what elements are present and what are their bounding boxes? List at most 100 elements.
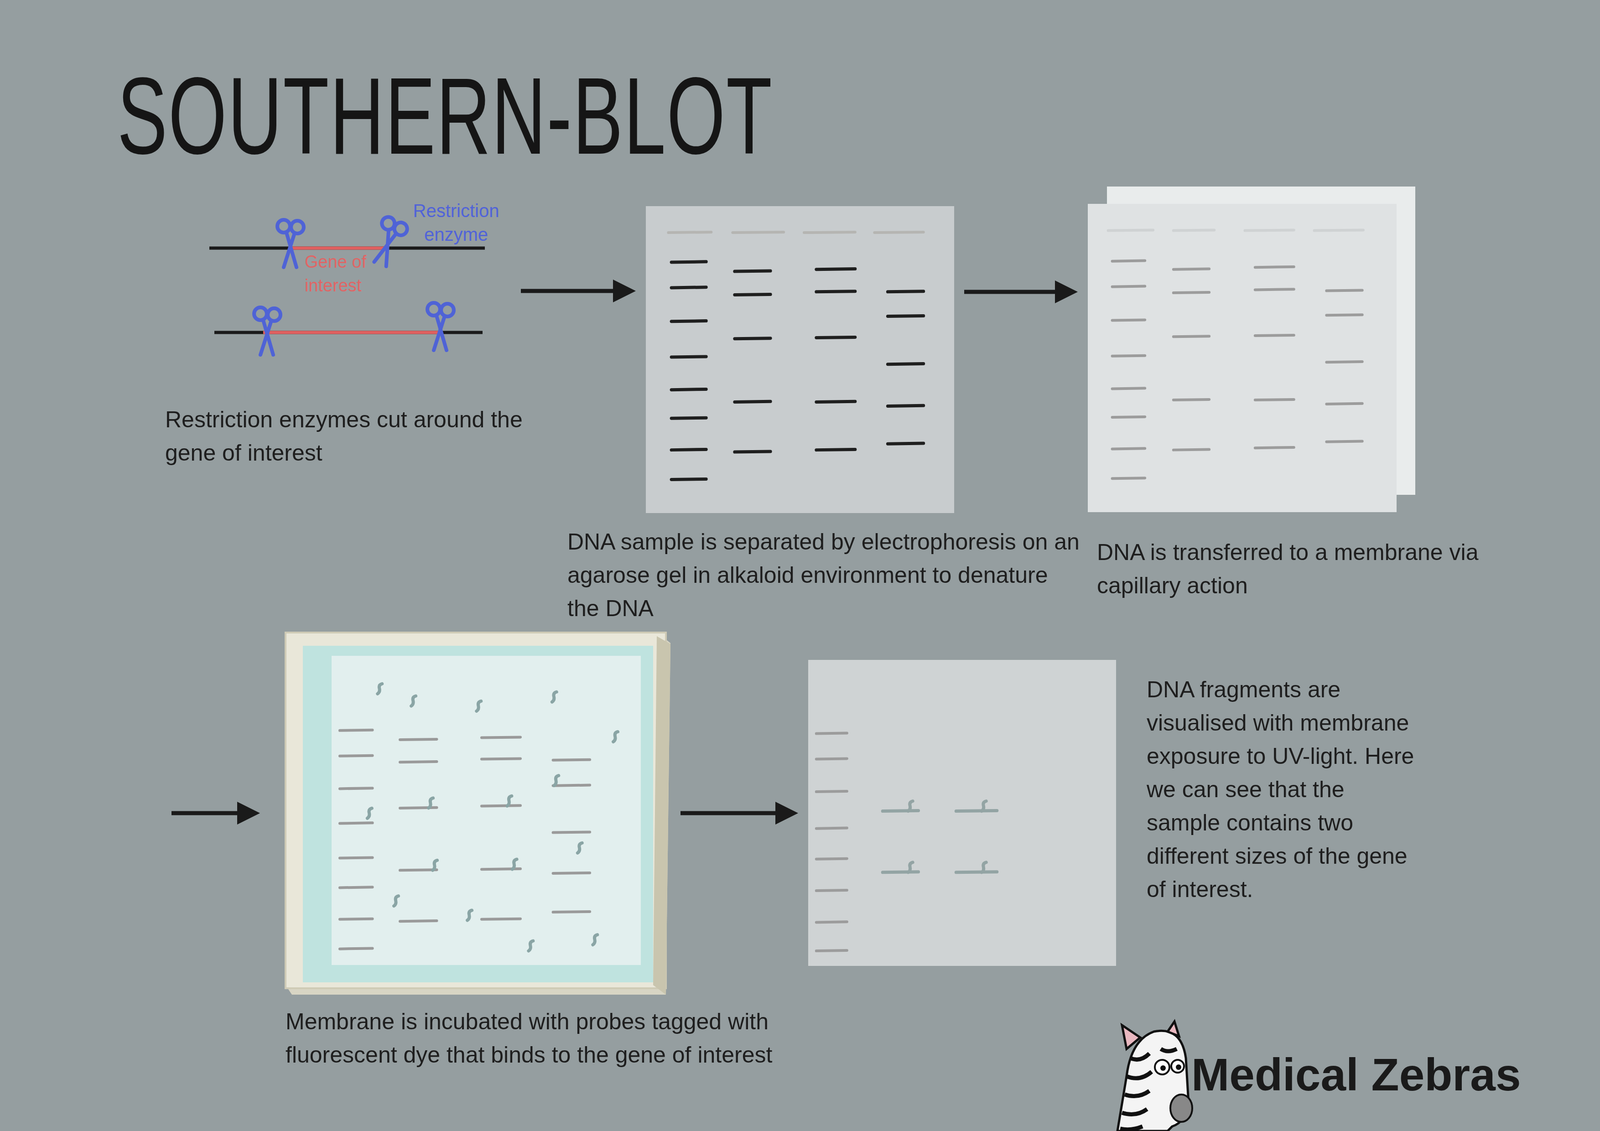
band — [481, 737, 521, 738]
brand-name: Medical Zebras — [1191, 1047, 1593, 1102]
probe — [528, 940, 534, 951]
band — [671, 478, 707, 480]
probe — [476, 701, 482, 712]
band — [816, 732, 847, 734]
band — [1314, 229, 1364, 231]
arrow-head — [612, 279, 636, 303]
enzyme-label: Restriction enzyme — [401, 198, 511, 247]
band — [1112, 388, 1146, 389]
band — [804, 232, 856, 233]
band — [1326, 403, 1362, 405]
band — [1108, 229, 1154, 231]
band — [553, 759, 591, 761]
band — [1173, 336, 1210, 337]
membrane-front — [1087, 203, 1397, 513]
probe — [512, 859, 517, 870]
band — [339, 730, 373, 731]
probe — [981, 801, 987, 812]
band — [955, 810, 997, 811]
step-panel: DNA is transferred to a membrane via cap… — [1087, 203, 1397, 513]
band — [887, 315, 924, 317]
band — [1173, 229, 1215, 231]
band — [339, 887, 373, 888]
band — [734, 451, 771, 452]
band — [816, 858, 847, 860]
band — [1255, 399, 1294, 400]
band — [816, 828, 847, 829]
band — [553, 872, 591, 874]
band — [1326, 361, 1362, 363]
step-caption: DNA sample is separated by electrophores… — [567, 525, 1083, 626]
band — [1173, 449, 1210, 451]
band — [339, 755, 373, 757]
band — [734, 401, 771, 402]
band — [734, 338, 771, 339]
band — [1244, 229, 1294, 231]
probe — [554, 775, 559, 786]
band — [671, 287, 707, 288]
probe — [394, 896, 399, 907]
band — [816, 449, 856, 451]
band — [816, 758, 847, 759]
arrow-head — [775, 801, 799, 825]
probe — [377, 683, 383, 694]
band — [1326, 314, 1362, 316]
step-caption: Restriction enzymes cut around the gene … — [165, 403, 576, 470]
probe — [432, 860, 438, 871]
probe — [367, 808, 372, 819]
band — [882, 872, 919, 873]
band — [671, 449, 707, 451]
band — [339, 919, 373, 920]
band — [668, 232, 712, 233]
band — [671, 261, 707, 263]
band — [553, 785, 591, 786]
probe — [467, 910, 473, 921]
band — [816, 950, 847, 951]
band — [887, 443, 924, 444]
band — [481, 805, 521, 806]
band — [1326, 290, 1362, 291]
band — [481, 919, 521, 920]
gene-label: Gene of interest — [304, 249, 401, 298]
result-membrane — [808, 659, 1117, 967]
band — [816, 921, 847, 923]
band — [816, 791, 847, 792]
band — [1112, 477, 1146, 479]
band — [1173, 399, 1210, 400]
band — [874, 232, 924, 233]
band — [816, 337, 856, 338]
probe — [428, 798, 434, 809]
band — [1112, 416, 1146, 418]
step-panel: DNA fragments are visualised with membra… — [808, 659, 1117, 967]
agarose-gel — [645, 206, 955, 514]
band — [732, 232, 784, 233]
incubation-tray — [285, 632, 671, 995]
band — [553, 831, 591, 833]
step-panel: DNA sample is separated by electrophores… — [645, 206, 955, 514]
flow-arrow — [171, 801, 260, 825]
band — [887, 363, 924, 365]
title: SOUTHERN-BLOT — [117, 53, 774, 179]
band — [339, 788, 373, 789]
band — [481, 758, 521, 759]
band — [1112, 448, 1146, 449]
step-caption: DNA fragments are visualised with membra… — [1146, 673, 1416, 907]
band — [400, 739, 437, 740]
band — [1255, 266, 1294, 268]
band — [1112, 355, 1146, 357]
step-caption: DNA is transferred to a membrane via cap… — [1096, 535, 1544, 603]
band — [671, 321, 707, 322]
band — [887, 291, 924, 292]
band — [882, 810, 919, 811]
band — [400, 761, 437, 763]
band — [671, 389, 707, 390]
flow-arrow — [964, 290, 1060, 295]
probe — [577, 842, 582, 853]
band — [887, 405, 924, 406]
band — [400, 920, 437, 922]
band — [553, 911, 591, 913]
band — [816, 401, 856, 402]
probe — [908, 862, 913, 873]
band — [339, 948, 373, 950]
band — [816, 890, 847, 891]
